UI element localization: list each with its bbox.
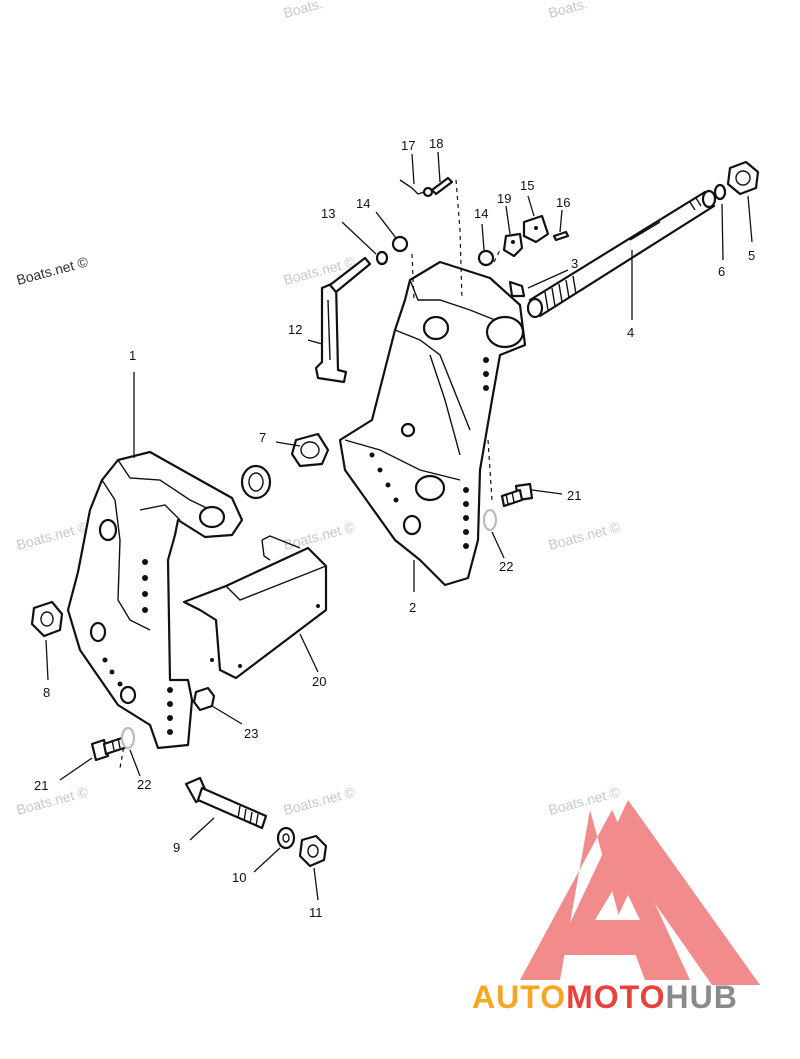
watermark: Boats.	[547, 0, 589, 21]
watermark: Boats.net ©	[15, 783, 91, 818]
part-22-washer-right	[482, 508, 498, 532]
watermark: Boats.net ©	[547, 518, 623, 553]
watermark: Boats.	[282, 0, 324, 21]
callout-19: 19	[497, 191, 511, 206]
part-12-tilt-pin	[314, 256, 372, 384]
part-9-bolt	[184, 776, 268, 830]
logo-text-hub: HUB	[665, 979, 737, 1015]
logo-triangle-mark	[555, 800, 760, 985]
callout-2: 2	[409, 600, 416, 615]
callout-11: 11	[309, 905, 323, 920]
callout-16: 16	[556, 195, 570, 210]
part-11-nut	[298, 834, 328, 868]
leader-lines	[45, 151, 753, 901]
logo-text-moto: MOTO	[566, 979, 665, 1015]
part-19-lever	[502, 232, 524, 258]
watermark: Boats.net ©	[15, 518, 91, 553]
part-10-washer	[276, 826, 296, 850]
automotohub-logo: AUTOMOTOHUB	[472, 800, 760, 1015]
assembly-lines	[119, 179, 501, 769]
callout-22-left: 22	[137, 777, 151, 792]
part-14-bushing-left	[391, 235, 409, 253]
callout-4: 4	[627, 325, 634, 340]
hole-column	[102, 559, 173, 735]
part-7-bushing	[240, 432, 330, 500]
watermark: Boats.net ©	[282, 518, 358, 553]
callout-10: 10	[232, 870, 246, 885]
part-8-nut	[30, 600, 64, 638]
callout-23: 23	[244, 726, 258, 741]
callout-21-right: 21	[567, 488, 581, 503]
part-16-cotter	[552, 230, 570, 242]
callout-7: 7	[259, 430, 266, 445]
callout-8: 8	[43, 685, 50, 700]
part-5-nut	[726, 160, 760, 196]
hole-column	[369, 357, 489, 549]
callout-12: 12	[288, 322, 302, 337]
callout-9: 9	[173, 840, 180, 855]
callout-6: 6	[718, 264, 725, 279]
part-4-tilt-tube	[526, 189, 717, 319]
part-3-fitting	[508, 280, 526, 298]
callout-5: 5	[748, 248, 755, 263]
part-13-spring	[375, 250, 389, 266]
callout-18: 18	[429, 136, 443, 151]
callout-21-left: 21	[34, 778, 48, 793]
watermark: Boats.net ©	[282, 783, 358, 818]
part-1-clamp-bracket-left	[66, 450, 244, 750]
callout-labels: 1 2 3 4 5 6 7 8 9 10 11 12 13 14 14 15 1…	[34, 136, 755, 920]
callout-14-right: 14	[474, 206, 488, 221]
svg-text:AUTOMOTOHUB: AUTOMOTOHUB	[472, 979, 738, 1015]
callout-20: 20	[312, 674, 326, 689]
part-2-clamp-bracket-right	[338, 260, 527, 587]
part-17-clip	[399, 179, 434, 198]
callout-17: 17	[401, 138, 415, 153]
part-14-bushing-right	[477, 249, 495, 267]
logo-text-auto: AUTO	[472, 979, 566, 1015]
watermark: Boats.net ©	[15, 253, 91, 288]
watermarks: Boats. Boats. Boats.net © Boats.net © Bo…	[15, 0, 623, 818]
callout-13: 13	[321, 206, 335, 221]
part-22-washer-left	[120, 726, 136, 750]
part-21-bolt-right	[500, 482, 534, 508]
part-18-pin	[430, 176, 454, 196]
part-6-ring	[713, 183, 727, 201]
callout-1: 1	[129, 348, 136, 363]
callout-14-left: 14	[356, 196, 370, 211]
part-23-nut	[192, 686, 216, 712]
callout-22-right: 22	[499, 559, 513, 574]
callout-15: 15	[520, 178, 534, 193]
callout-3: 3	[571, 256, 578, 271]
part-20-plate	[182, 535, 328, 680]
part-15-lock-lever	[522, 214, 550, 244]
